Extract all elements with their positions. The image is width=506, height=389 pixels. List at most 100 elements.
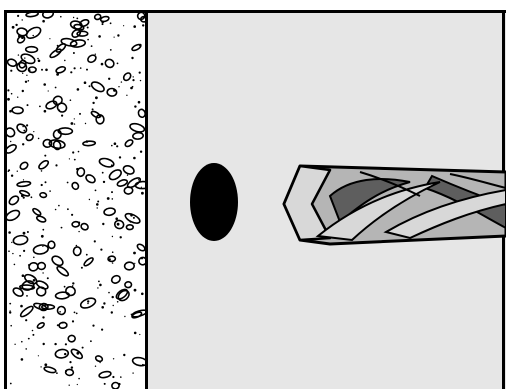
aggregate-pebble <box>67 334 76 343</box>
aggregate-pebble <box>124 139 134 148</box>
aggregate-sand <box>26 295 28 297</box>
aggregate-sand <box>33 256 35 259</box>
aggregate-sand <box>15 23 18 27</box>
aggregate-pebble <box>129 122 146 133</box>
aggregate-sand <box>56 73 59 76</box>
aggregate-sand <box>109 49 112 51</box>
aggregate-sand <box>111 198 114 200</box>
aggregate-sand <box>84 122 87 125</box>
aggregate-pebble <box>49 48 62 59</box>
aggregate-pebble <box>27 66 37 74</box>
aggregate-pebble <box>72 246 82 257</box>
aggregate-sand <box>78 377 80 380</box>
aggregate-sand <box>112 358 115 360</box>
aggregate-sand <box>72 151 75 154</box>
aggregate-pebble <box>35 215 47 223</box>
aggregate-sand <box>22 231 26 235</box>
aggregate-sand <box>48 142 51 144</box>
aggregate-sand <box>70 122 74 125</box>
aggregate-sand <box>110 164 113 167</box>
aggregate-sand <box>68 158 70 160</box>
aggregate-sand <box>97 287 99 289</box>
aggregate-sand <box>78 230 80 233</box>
aggregate-pebble <box>122 72 132 82</box>
aggregate-pebble <box>70 348 84 360</box>
aggregate-sand <box>93 240 96 243</box>
aggregate-sand <box>28 69 31 72</box>
aggregate-sand <box>76 88 80 91</box>
aggregate-sand <box>59 311 61 313</box>
aggregate-sand <box>76 17 79 20</box>
aggregate-sand <box>27 337 30 340</box>
aggregate-pebble <box>71 220 81 228</box>
aggregate-pebble <box>87 54 97 64</box>
aggregate-sand <box>140 257 144 260</box>
aggregate-sand <box>7 170 10 172</box>
aggregate-sand <box>81 346 84 349</box>
aggregate-sand <box>140 186 142 188</box>
aggregate-sand <box>113 89 116 92</box>
aggregate-sand <box>123 353 126 357</box>
aggregate-pebble <box>36 321 45 330</box>
aggregate-sand <box>133 251 136 255</box>
aggregate-pebble <box>54 348 70 359</box>
aggregate-sand <box>116 145 119 148</box>
aggregate-sand <box>49 190 51 192</box>
aggregate-sand <box>72 282 75 285</box>
aggregate-sand <box>98 35 101 38</box>
aggregate-sand <box>133 25 136 28</box>
aggregate-sand <box>141 292 144 296</box>
aggregate-sand <box>62 321 64 324</box>
aggregate-pebble <box>16 61 28 73</box>
drilled-hole-icon <box>190 163 238 241</box>
aggregate-pebble <box>99 15 110 23</box>
aggregate-pebble <box>19 305 34 318</box>
aggregate-sand <box>42 245 44 247</box>
aggregate-sand <box>137 100 141 104</box>
aggregate-sand <box>54 342 57 346</box>
aggregate-sand <box>142 24 145 27</box>
aggregate-sand <box>77 150 80 153</box>
aggregate-sand <box>9 302 12 305</box>
aggregate-sand <box>111 191 113 194</box>
aggregate-sand <box>7 89 10 92</box>
aggregate-sand <box>88 85 91 88</box>
aggregate-sand <box>44 181 47 184</box>
aggregate-sand <box>116 301 119 303</box>
aggregate-sand <box>10 324 12 327</box>
aggregate-pebble <box>25 133 34 142</box>
aggregate-sand <box>42 228 45 231</box>
aggregate-pebble <box>125 223 134 231</box>
aggregate-pebble <box>113 219 125 230</box>
aggregate-pebble <box>16 123 28 134</box>
aggregate-sand <box>76 167 79 171</box>
aggregate-sand <box>42 272 44 274</box>
aggregate-sand <box>40 234 44 238</box>
aggregate-sand <box>68 384 70 386</box>
aggregate-sand <box>46 245 49 248</box>
aggregate-pebble <box>69 20 83 30</box>
aggregate-sand <box>17 54 20 56</box>
aggregate-pebble <box>85 174 96 184</box>
aggregate-sand <box>23 249 26 252</box>
aggregate-sand <box>33 131 35 133</box>
aggregate-sand <box>87 302 89 305</box>
aggregate-sand <box>70 366 74 369</box>
aggregate-sand <box>132 372 134 374</box>
aggregate-pebble <box>82 140 97 147</box>
aggregate-sand <box>73 123 76 125</box>
aggregate-pebble <box>116 179 129 187</box>
aggregate-pebble <box>33 302 48 311</box>
aggregate-sand <box>64 59 66 62</box>
aggregate-sand <box>95 96 98 100</box>
aggregate-sand <box>37 57 39 60</box>
aggregate-sand <box>73 67 76 70</box>
aggregate-sand <box>130 313 132 315</box>
aggregate-sand <box>116 222 120 226</box>
aggregate-pebble <box>43 366 57 374</box>
aggregate-sand <box>40 170 43 172</box>
aggregate-sand <box>44 363 48 367</box>
aggregate-sand <box>137 179 140 181</box>
aggregate-sand <box>141 191 144 195</box>
aggregate-sand <box>115 217 118 220</box>
